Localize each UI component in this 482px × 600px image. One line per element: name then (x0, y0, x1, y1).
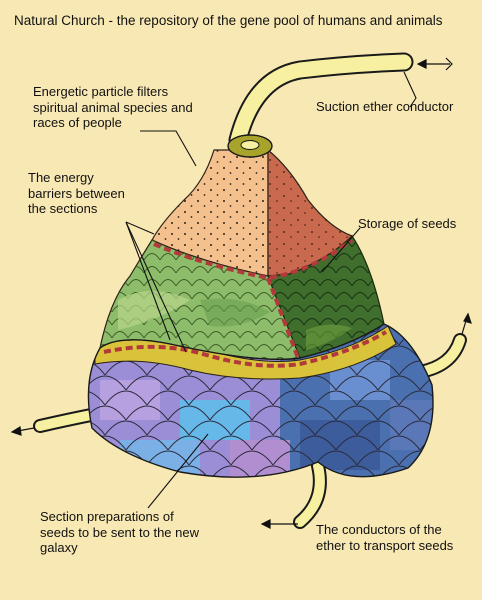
energy-barriers (103, 238, 388, 368)
label-conductors: The conductors of the ether to transport… (316, 522, 454, 553)
label-particle-filter: Energetic particle filters spiritual ani… (33, 84, 193, 130)
label-suction-conductor: Suction ether conductor (316, 99, 454, 114)
diagram-title: Natural Church - the repository of the g… (14, 13, 443, 28)
label-storage-of-seeds: Storage of seeds (358, 216, 457, 231)
leader-lines (125, 71, 417, 509)
label-energy-barriers: The energy barriers between the sections (28, 170, 125, 216)
label-section-preparations: Section preparations of seeds to be sent… (40, 509, 199, 555)
flow-arrows (10, 57, 472, 529)
